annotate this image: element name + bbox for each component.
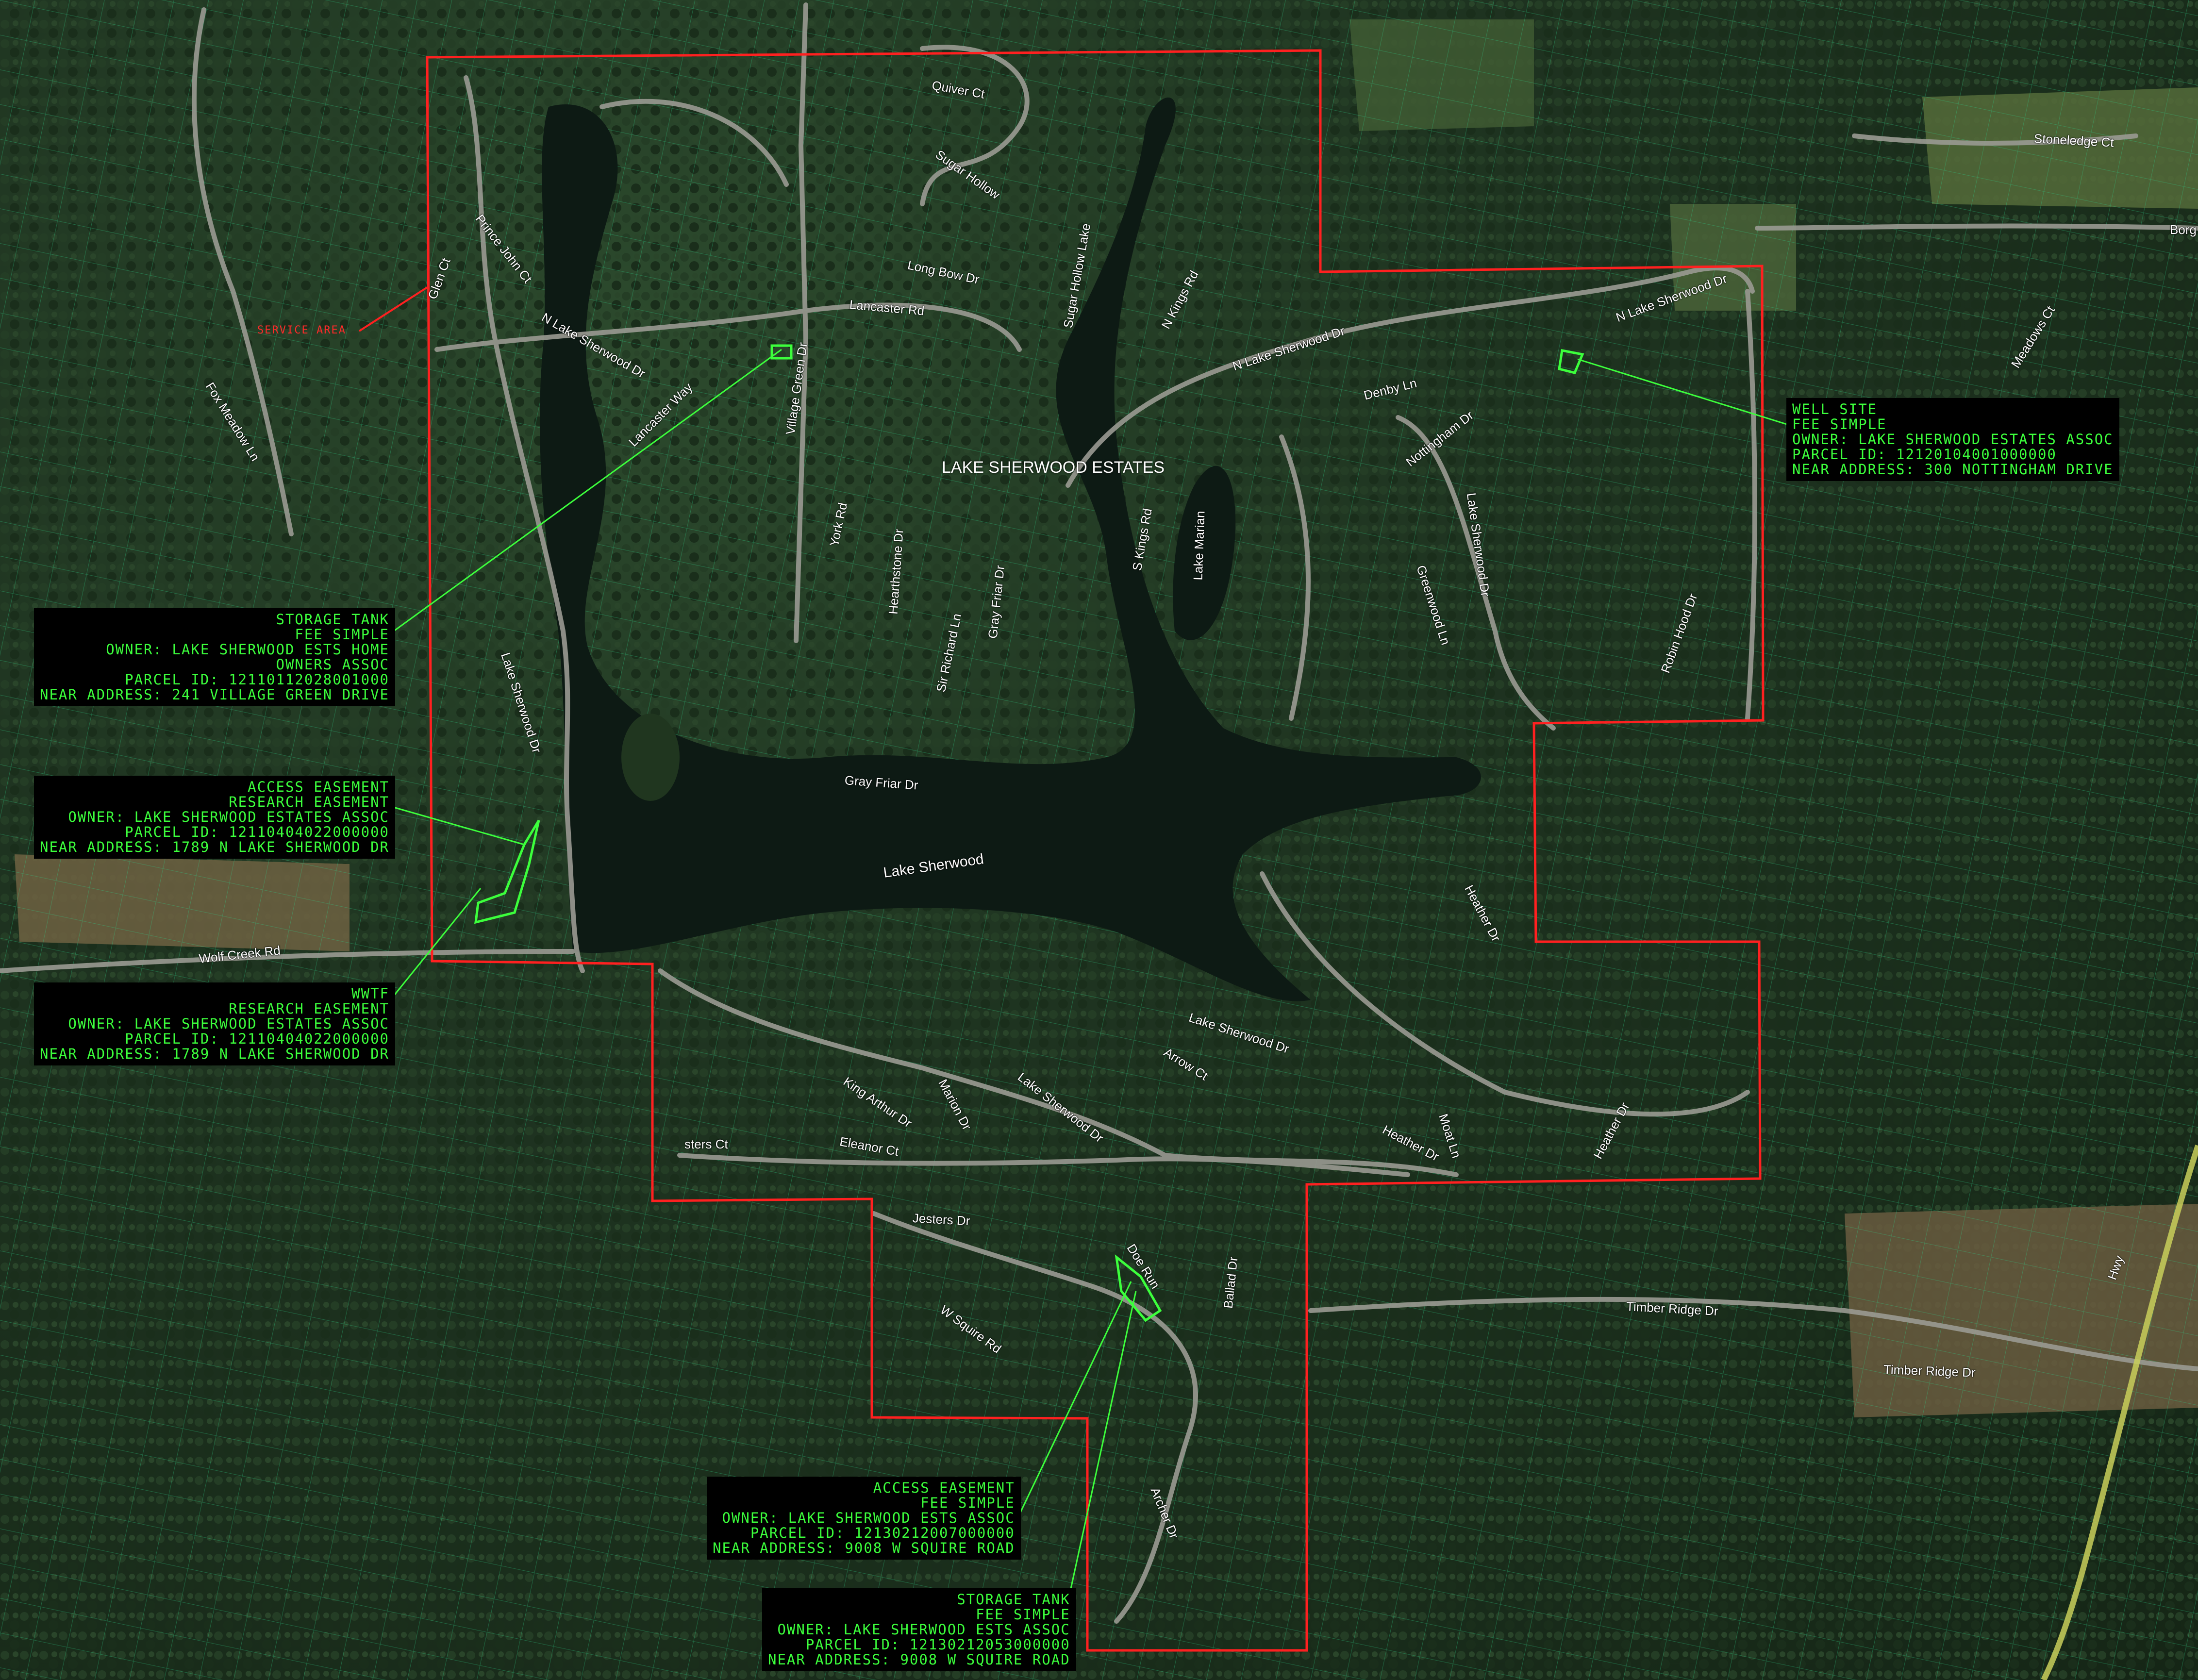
callout-line: OWNER: LAKE SHERWOOD ESTS ASSOC [777,1621,1070,1638]
road-label-borg: Borg [2170,222,2197,237]
callout-line: NEAR ADDRESS: 300 NOTTINGHAM DRIVE [1792,461,2114,478]
callout-line: ACCESS EASEMENT [248,779,390,795]
callout-line: PARCEL ID: 12130212053000000 [805,1636,1070,1653]
callout-line: NEAR ADDRESS: 9008 W SQUIRE ROAD [713,1540,1015,1556]
lake-sherwood-water [539,97,1481,1001]
callout-line: OWNER: LAKE SHERWOOD ESTS HOME [106,641,390,658]
callout-storage-tank-2: STORAGE TANK FEE SIMPLE OWNER: LAKE SHER… [762,1588,1076,1671]
callout-leaders [373,349,1797,1602]
site-highlights [474,344,1584,1322]
callout-line: RESEARCH EASEMENT [229,794,390,810]
callout-storage-tank-1: STORAGE TANK FEE SIMPLE OWNER: LAKE SHER… [34,608,396,706]
callout-access-easement-2: ACCESS EASEMENT FEE SIMPLE OWNER: LAKE S… [707,1477,1021,1560]
map-title: LAKE SHERWOOD ESTATES [942,458,1165,477]
highway [2041,1145,2198,1680]
service-area-leader [358,286,428,332]
callout-line: NEAR ADDRESS: 1789 N LAKE SHERWOOD DR [40,839,390,855]
callout-line: FEE SIMPLE [1792,416,1887,432]
callout-line: PARCEL ID: 12110404022000000 [125,1031,390,1047]
callout-wwtf: WWTF RESEARCH EASEMENT OWNER: LAKE SHERW… [34,982,396,1065]
callout-access-easement-1: ACCESS EASEMENT RESEARCH EASEMENT OWNER:… [34,776,396,859]
road-label-timber-ridge-dr-2: Timber Ridge Dr [1883,1362,1976,1380]
callout-line: PARCEL ID: 12110112028001000 [125,671,390,688]
callout-line: WWTF [351,985,390,1002]
lake-label-marian: Lake Marian [1190,510,1208,581]
callout-line: PARCEL ID: 12110404022000000 [125,824,390,840]
road-network [0,2,2198,1624]
callout-line: RESEARCH EASEMENT [229,1000,390,1017]
road-label-jesters-ct: sters Ct [684,1137,728,1151]
callout-line: STORAGE TANK [276,611,390,628]
callout-line: PARCEL ID: 12130212007000000 [750,1525,1015,1541]
callout-line: OWNER: LAKE SHERWOOD ESTATES ASSOC [1792,431,2114,448]
callout-line: WELL SITE [1792,401,1878,417]
callout-well-site: WELL SITE FEE SIMPLE OWNER: LAKE SHERWOO… [1786,398,2119,481]
callout-line: NEAR ADDRESS: 1789 N LAKE SHERWOOD DR [40,1046,390,1062]
callout-line: OWNER: LAKE SHERWOOD ESTS ASSOC [722,1510,1015,1526]
callout-line: OWNER: LAKE SHERWOOD ESTATES ASSOC [68,809,390,825]
callout-line: NEAR ADDRESS: 241 VILLAGE GREEN DRIVE [40,686,390,703]
service-area-label: SERVICE AREA [257,324,346,336]
callout-line: OWNER: LAKE SHERWOOD ESTATES ASSOC [68,1015,390,1032]
callout-line: ACCESS EASEMENT [873,1480,1015,1496]
callout-line: OWNERS ASSOC [276,656,390,673]
callout-line: STORAGE TANK [957,1591,1070,1608]
callout-line: FEE SIMPLE [976,1606,1070,1623]
callout-line: FEE SIMPLE [295,626,390,643]
road-label-jesters-dr: Jesters Dr [912,1211,971,1229]
callout-line: PARCEL ID: 12120104001000000 [1792,446,2057,463]
service-area-boundary [426,49,1765,1652]
callout-line: FEE SIMPLE [920,1495,1015,1511]
callout-line: NEAR ADDRESS: 9008 W SQUIRE ROAD [768,1651,1070,1668]
